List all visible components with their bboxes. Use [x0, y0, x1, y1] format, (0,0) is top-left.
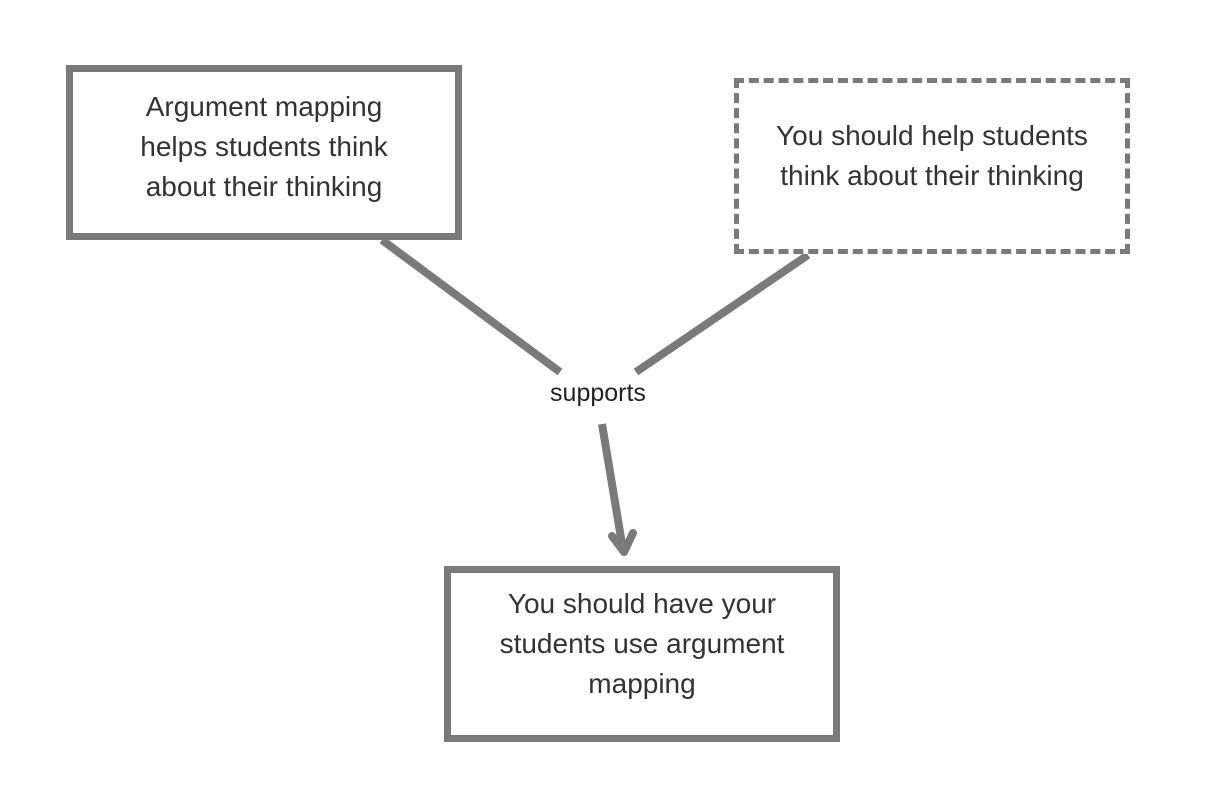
premise-box-2[interactable]: You should help students think about the…	[734, 78, 1130, 254]
premise-box-1[interactable]: Argument mapping helps students think ab…	[66, 65, 462, 240]
relation-label: supports	[550, 379, 646, 407]
conclusion-connector	[598, 423, 626, 545]
premise-1-connector	[379, 236, 563, 376]
conclusion-box[interactable]: You should have your students use argume…	[444, 566, 840, 742]
conclusion-text: You should have your students use argume…	[499, 588, 785, 699]
premise-text-1: Argument mapping helps students think ab…	[140, 90, 388, 202]
premise-2-connector	[633, 251, 811, 376]
premise-text-2: You should help students think about the…	[776, 120, 1088, 191]
arrowhead-icon	[608, 529, 637, 556]
